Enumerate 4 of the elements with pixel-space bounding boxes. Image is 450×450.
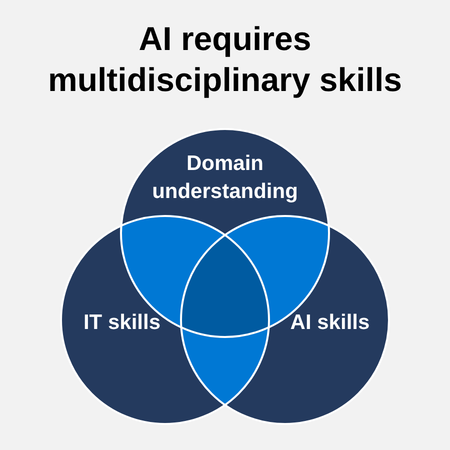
circle-label: AI skills <box>290 310 370 336</box>
circle-label: Domain understanding <box>151 151 299 205</box>
circle-label: IT skills <box>83 310 161 336</box>
title: AI requires multidisciplinary skills <box>47 19 403 100</box>
